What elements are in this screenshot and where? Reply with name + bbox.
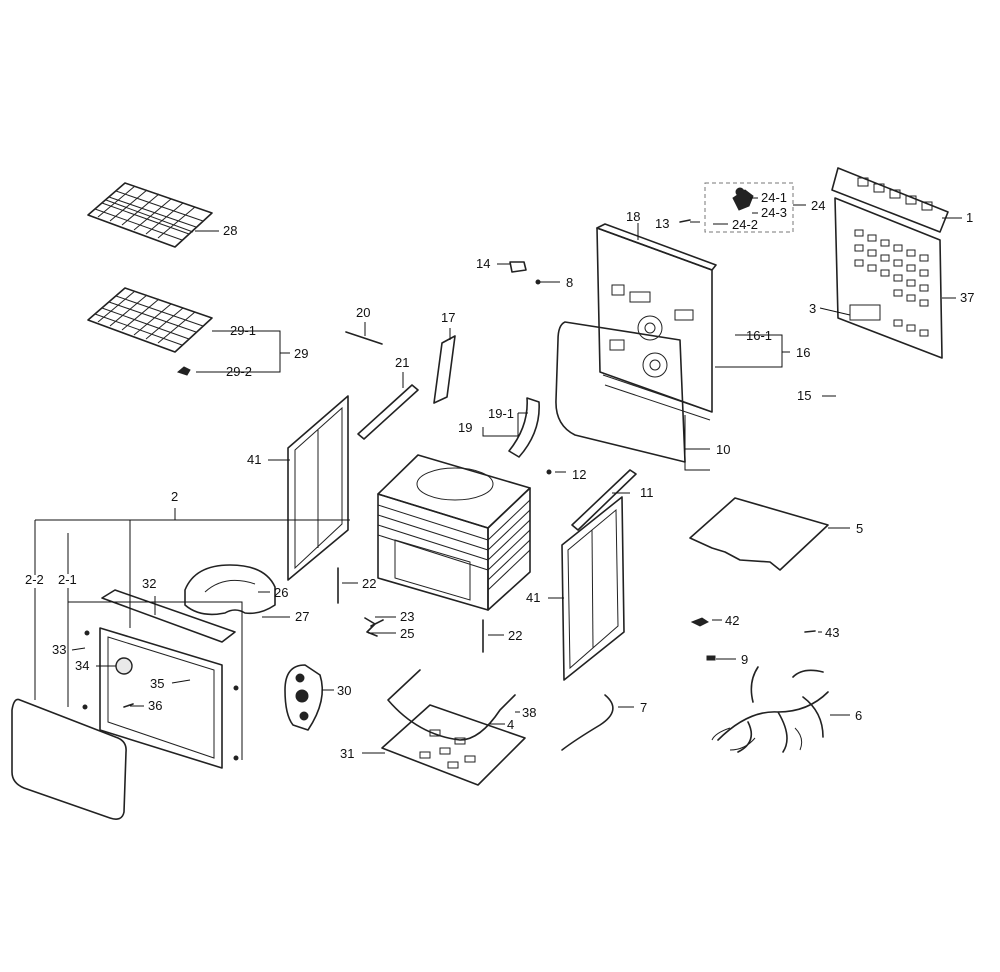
label-2: 2: [171, 489, 178, 504]
label-24-2: 24-2: [732, 217, 758, 232]
label-11: 11: [640, 485, 654, 500]
label-32: 32: [142, 576, 156, 591]
rear-panel: [831, 167, 949, 359]
label-3: 3: [809, 301, 816, 316]
label-33: 33: [52, 642, 66, 657]
label-15: 15: [797, 388, 811, 403]
label-17: 17: [441, 310, 455, 325]
label-18: 18: [626, 209, 640, 224]
duct-17: [433, 335, 456, 404]
probe-7: [561, 694, 614, 751]
latch-assembly: [732, 187, 754, 211]
side-panel-right: [561, 496, 625, 681]
label-42: 42: [725, 613, 739, 628]
broil-element-inner: [204, 579, 256, 593]
duct-19: [508, 397, 540, 458]
leader-lines: [34, 197, 962, 760]
door-glass: [11, 698, 127, 820]
label-14: 14: [476, 256, 490, 271]
label-16: 16: [796, 345, 810, 360]
oven-door: [99, 627, 223, 769]
rear-frame: [596, 223, 717, 421]
bottom-plate-31: [381, 704, 526, 786]
label-35: 35: [150, 676, 164, 691]
label-26: 26: [274, 585, 288, 600]
label-2-1: 2-1: [58, 572, 77, 587]
label-21: 21: [395, 355, 409, 370]
label-36: 36: [148, 698, 162, 713]
label-4: 4: [507, 717, 514, 732]
label-34: 34: [75, 658, 89, 673]
label-29: 29: [294, 346, 308, 361]
part-42: [690, 617, 709, 627]
fan-23: [364, 617, 384, 637]
bottom-panel-5: [689, 497, 829, 571]
screw-12: [546, 469, 552, 475]
oven-rack-lower: [87, 287, 213, 376]
label-24-1: 24-1: [761, 190, 787, 205]
label-8: 8: [566, 275, 573, 290]
label-23: 23: [400, 609, 414, 624]
label-13: 13: [655, 216, 669, 231]
bake-element: [387, 669, 516, 741]
label-19: 19: [458, 420, 472, 435]
label-20: 20: [356, 305, 370, 320]
label-22a: 22: [362, 576, 376, 591]
label-25: 25: [400, 626, 414, 641]
label-16-1: 16-1: [746, 328, 772, 343]
label-6: 6: [855, 708, 862, 723]
callout-labels: 1 2 2-1 2-2 3 4 5 6 7 8 9 10 11 12 13 14…: [25, 190, 974, 761]
screw-13: [679, 219, 691, 223]
latch-group-box: [704, 182, 794, 233]
part-9: [706, 655, 716, 661]
label-22b: 22: [508, 628, 522, 643]
door-trim-32: [101, 589, 236, 643]
label-28: 28: [223, 223, 237, 238]
label-29-1: 29-1: [230, 323, 256, 338]
label-5: 5: [856, 521, 863, 536]
switch-14: [509, 261, 527, 273]
convection-cover: [284, 664, 324, 731]
rail-11: [571, 469, 637, 531]
label-43: 43: [825, 625, 839, 640]
oven-rack-upper: [87, 182, 213, 248]
label-24-3: 24-3: [761, 205, 787, 220]
oven-cavity: [377, 454, 531, 611]
label-7: 7: [640, 700, 647, 715]
broil-element: [184, 564, 276, 616]
part-43: [804, 630, 816, 633]
label-1: 1: [966, 210, 973, 225]
label-19-1: 19-1: [488, 406, 514, 421]
label-31: 31: [340, 746, 354, 761]
label-37: 37: [960, 290, 974, 305]
wire-harness: [711, 666, 829, 753]
label-29-2: 29-2: [226, 364, 252, 379]
label-41b: 41: [526, 590, 540, 605]
label-9: 9: [741, 652, 748, 667]
label-10: 10: [716, 442, 730, 457]
label-24: 24: [811, 198, 825, 213]
label-41a: 41: [247, 452, 261, 467]
label-30: 30: [337, 683, 351, 698]
rear-insulation: [555, 321, 686, 463]
door-screws: [82, 630, 239, 761]
screw-8: [535, 279, 541, 285]
label-2-2: 2-2: [25, 572, 44, 587]
label-38: 38: [522, 705, 536, 720]
rail-21: [357, 384, 419, 440]
label-27: 27: [295, 609, 309, 624]
side-panel-left: [287, 395, 349, 581]
label-12: 12: [572, 467, 586, 482]
rod-20: [345, 331, 383, 345]
